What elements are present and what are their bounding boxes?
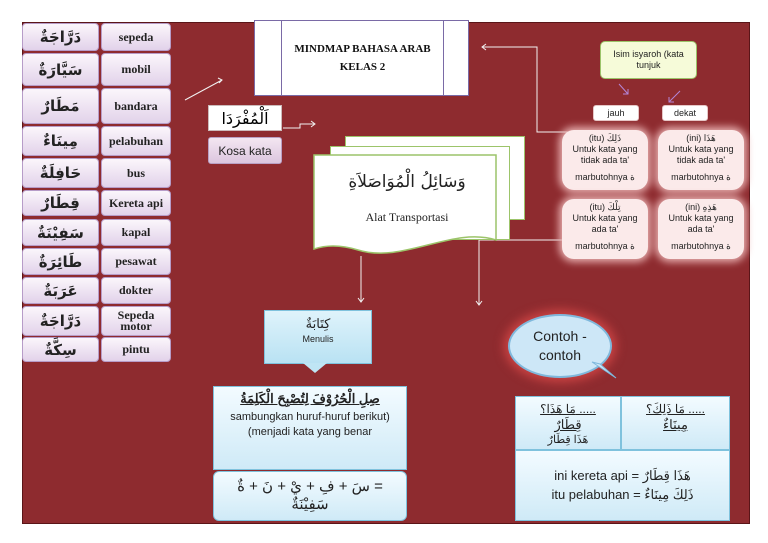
answer-1: قِطَارٌ bbox=[554, 417, 582, 432]
title-line-1: MINDMAP BAHASA ARAB bbox=[294, 43, 431, 55]
vocab-arabic: قِطَارٌ bbox=[22, 190, 99, 216]
answer-2: مِينَاءٌ bbox=[663, 417, 688, 432]
vocab-indonesian: dokter bbox=[101, 277, 171, 304]
transport-card bbox=[313, 154, 497, 254]
vocab-arabic: حَافِلَةٌ bbox=[22, 158, 99, 188]
vocab-arabic: سَيَّارَةٌ bbox=[22, 53, 99, 86]
vocab-indonesian: pesawat bbox=[101, 248, 171, 275]
vocab-indonesian: Kereta api bbox=[101, 190, 171, 216]
isim-isyaroh-box: Isim isyaroh (kata tunjuk bbox=[600, 41, 697, 79]
vocab-arabic: مِينَاءٌ bbox=[22, 126, 99, 156]
question-panel-1: مَا هَذَا؟ ..... قِطَارٌ هَذَا قِطَارٌ bbox=[515, 396, 621, 450]
vocab-indonesian: kapal bbox=[101, 219, 171, 246]
question-panel-2: مَا ذَلِكَ؟ ..... مِينَاءٌ bbox=[621, 396, 730, 450]
example-line-2: itu pelabuhan = ذَلِكَ مِينَاءٌ bbox=[551, 487, 694, 502]
pronoun-footer: marbutohnya ة bbox=[575, 241, 635, 251]
vocab-arabic: طَائِرَةٌ bbox=[22, 248, 99, 275]
pronoun-description: Untuk kata yang ada ta' bbox=[668, 213, 734, 234]
examples-panel: ini kereta api = هَذَا قِطَارٌ itu pelab… bbox=[515, 450, 730, 521]
exercise-arabic: صِلِ الْحُرُوْفَ لِتُصْبِحَ الْكَلِمَةُ bbox=[240, 391, 380, 406]
pronoun-description: Untuk kata yang tidak ada ta' bbox=[572, 144, 638, 165]
contoh-bubble: Contoh - contoh bbox=[508, 314, 612, 378]
contoh-bubble-tail bbox=[591, 361, 617, 379]
pronoun-meaning: (ini) bbox=[686, 133, 702, 143]
pronoun-footer: marbutohnya ة bbox=[575, 172, 635, 182]
pronoun-arabic: ذَلِكَ bbox=[606, 133, 622, 143]
vocab-indonesian: Sepeda motor bbox=[101, 306, 171, 336]
exercise-result: سَفِيْنَةٌ bbox=[291, 496, 329, 513]
vocab-arabic: دَرَّاجَةٌ bbox=[22, 23, 99, 51]
writing-arabic: كِتَابَةٌ bbox=[305, 316, 331, 331]
exercise-formula: سَ + فِ + يْ + نَ + ةٌ = bbox=[237, 478, 383, 495]
vocab-indonesian: pintu bbox=[101, 337, 171, 362]
pronoun-arabic: هَذَا bbox=[703, 133, 716, 143]
vocab-arabic: دَرَّاجَةٌ bbox=[22, 306, 99, 336]
pronoun-footer: marbutohnya ة bbox=[671, 241, 731, 251]
pronoun-card: (ini) هَذِهِUntuk kata yang ada ta' marbu… bbox=[658, 199, 744, 259]
exercise-instruction-1: sambungkan huruf-huruf berikut) bbox=[230, 411, 390, 423]
pronoun-description: Untuk kata yang ada ta' bbox=[572, 213, 638, 234]
writing-indonesian: Menulis bbox=[302, 334, 334, 344]
question-2: مَا ذَلِكَ؟ ..... bbox=[646, 402, 705, 416]
vocab-indonesian: pelabuhan bbox=[101, 126, 171, 156]
question-1: مَا هَذَا؟ ..... bbox=[540, 402, 596, 416]
mufrodat-label: اَلْمُفْرَدَا bbox=[208, 105, 282, 131]
contoh-line-1: Contoh - bbox=[533, 328, 587, 344]
writing-callout-pointer bbox=[303, 363, 327, 373]
pronoun-meaning: (ini) bbox=[685, 202, 701, 212]
exercise-instruction-2: (menjadi kata yang benar bbox=[247, 426, 373, 438]
pronoun-heading: (itu) ذَلِكَ bbox=[562, 133, 648, 144]
title-line-2: KELAS 2 bbox=[339, 61, 386, 73]
vocab-arabic: سِكَّةٌ bbox=[22, 337, 99, 362]
pronoun-meaning: (itu) bbox=[589, 202, 605, 212]
pronoun-heading: (itu) تِلْكَ bbox=[562, 202, 648, 213]
exercise-panel: صِلِ الْحُرُوْفَ لِتُصْبِحَ الْكَلِمَةُ … bbox=[213, 386, 407, 470]
vocab-indonesian: bandara bbox=[101, 88, 171, 124]
kosa-kata-label: Kosa kata bbox=[208, 137, 282, 164]
answer-1-sentence: هَذَا قِطَارٌ bbox=[547, 434, 589, 446]
pronoun-card: (itu) ذَلِكَUntuk kata yang tidak ada ta… bbox=[562, 130, 648, 190]
pronoun-heading: (ini) هَذِهِ bbox=[658, 202, 744, 213]
example-line-1: ini kereta api = هَذَا قِطَارٌ bbox=[554, 468, 691, 483]
pronoun-arabic: هَذِهِ bbox=[702, 202, 717, 212]
vocab-arabic: مَطَارٌ bbox=[22, 88, 99, 124]
pronoun-arabic: تِلْكَ bbox=[607, 202, 621, 212]
vocab-arabic: سَفِيْنَةٌ bbox=[22, 219, 99, 246]
vocab-arabic: عَرَبَةٌ bbox=[22, 277, 99, 304]
title-box: MINDMAP BAHASA ARAB KELAS 2 bbox=[254, 20, 469, 96]
pronoun-meaning: (itu) bbox=[588, 133, 605, 143]
transport-arabic: وَسَائِلُ الْمُوَاصَلاَةِ bbox=[348, 172, 466, 192]
pronoun-card: (itu) تِلْكَUntuk kata yang ada ta' marbu… bbox=[562, 199, 648, 259]
writing-callout: كِتَابَةٌ Menulis bbox=[264, 310, 372, 364]
contoh-line-2: contoh bbox=[538, 347, 582, 363]
dekat-label: dekat bbox=[662, 105, 708, 121]
exercise-formula-panel: سَ + فِ + يْ + نَ + ةٌ = سَفِيْنَةٌ bbox=[213, 471, 407, 521]
jauh-label: jauh bbox=[593, 105, 639, 121]
vocab-indonesian: mobil bbox=[101, 53, 171, 86]
pronoun-footer: marbutohnya ة bbox=[671, 172, 731, 182]
transport-indonesian: Alat Transportasi bbox=[365, 210, 449, 224]
pronoun-description: Untuk kata yang tidak ada ta' bbox=[668, 144, 734, 165]
vocab-indonesian: bus bbox=[101, 158, 171, 188]
pronoun-heading: (ini) هَذَا bbox=[658, 133, 744, 144]
vocab-indonesian: sepeda bbox=[101, 23, 171, 51]
